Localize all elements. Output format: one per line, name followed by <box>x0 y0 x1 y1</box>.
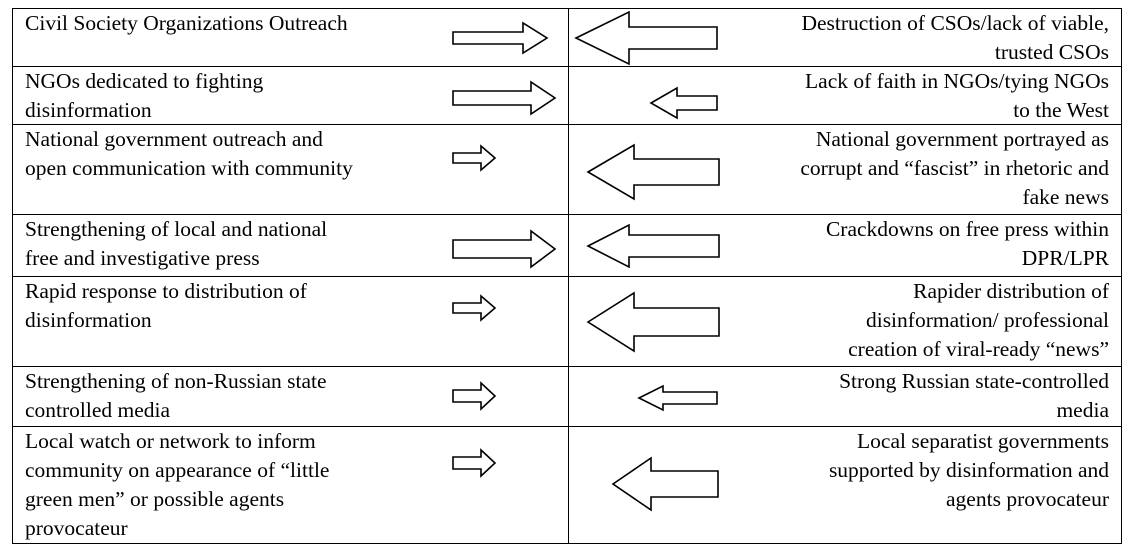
right-arrow-icon <box>452 80 557 116</box>
restraining-force-text: Strong Russian state-controlled media <box>839 369 1109 422</box>
force-field-table: Civil Society Organizations Outreach Des… <box>12 8 1122 544</box>
right-arrow-icon <box>452 448 497 478</box>
left-arrow-icon <box>586 223 720 269</box>
table-row: Rapid response to distribution of disinf… <box>13 277 1121 367</box>
right-arrow-icon <box>452 294 497 322</box>
right-arrow-icon <box>452 21 549 55</box>
left-arrow-icon <box>586 291 720 353</box>
left-arrow-icon <box>649 86 718 120</box>
restraining-force-text: Destruction of CSOs/lack of viable, trus… <box>801 11 1109 64</box>
table-row: Local watch or network to inform communi… <box>13 427 1121 545</box>
driving-force-text: Local watch or network to inform communi… <box>25 429 330 540</box>
right-arrow-icon <box>452 144 497 172</box>
restraining-force-text: National government portrayed as corrupt… <box>800 127 1109 209</box>
restraining-force-text: Crackdowns on free press within DPR/LPR <box>825 217 1109 270</box>
left-arrow-icon <box>637 384 718 412</box>
left-arrow-icon <box>574 10 718 66</box>
table-row: NGOs dedicated to fighting disinformatio… <box>13 67 1121 125</box>
left-arrow-icon <box>586 143 720 201</box>
right-arrow-icon <box>452 229 557 269</box>
table-row: National government outreach and open co… <box>13 125 1121 215</box>
right-arrow-icon <box>452 381 497 411</box>
driving-force-text: Strengthening of local and national free… <box>25 217 328 270</box>
table-row: Strengthening of local and national free… <box>13 215 1121 277</box>
table-row: Strengthening of non-Russian state contr… <box>13 367 1121 427</box>
driving-force-text: Rapid response to distribution of disinf… <box>25 279 307 332</box>
left-arrow-icon <box>611 456 719 512</box>
restraining-force-text: Lack of faith in NGOs/tying NGOs to the … <box>805 69 1109 122</box>
driving-force-text: National government outreach and open co… <box>25 127 353 180</box>
driving-force-text: NGOs dedicated to fighting disinformatio… <box>25 69 264 122</box>
restraining-force-text: Local separatist governments supported b… <box>828 429 1109 511</box>
restraining-force-text: Rapider distribution of disinformation/ … <box>848 279 1109 361</box>
driving-force-text: Civil Society Organizations Outreach <box>25 11 348 35</box>
driving-force-text: Strengthening of non-Russian state contr… <box>25 369 327 422</box>
table-row: Civil Society Organizations Outreach Des… <box>13 9 1121 67</box>
